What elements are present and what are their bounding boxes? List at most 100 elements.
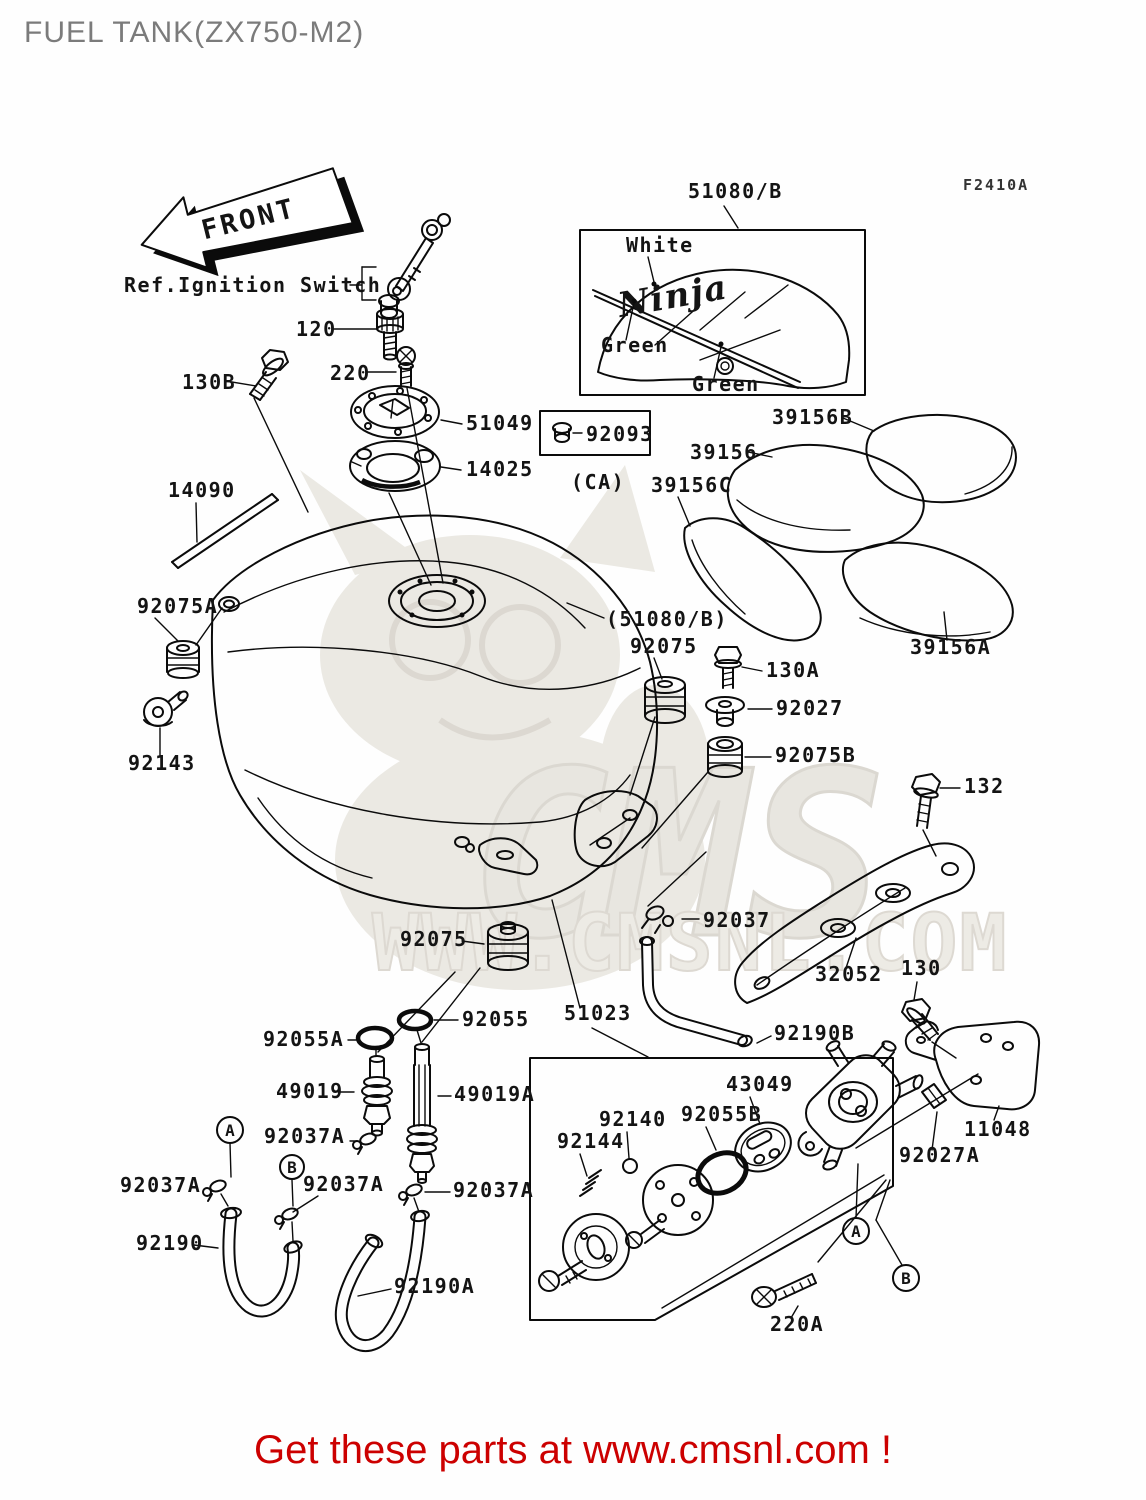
label-11048: 11048: [964, 1117, 1032, 1141]
label-39156c: 39156C: [651, 473, 732, 497]
cap-ring-14025: [349, 440, 441, 492]
clip-92037a-3: [274, 1207, 299, 1230]
clip-92037a-4: [398, 1183, 423, 1206]
figure-code: F2410A: [963, 176, 1029, 194]
spring-92144: [579, 1169, 602, 1197]
label-92027a: 92027A: [899, 1143, 980, 1167]
part-labels: 120 220 130B 51049 14025 14090 92093 (CA…: [120, 176, 1032, 1336]
bolt-132: [911, 773, 941, 829]
diaphragm-plate: [642, 1164, 714, 1236]
marker-left-a: A: [216, 1116, 244, 1144]
label-220: 220: [330, 361, 371, 385]
damper-92075b: [707, 736, 743, 778]
ref-ignition-note: Ref.Ignition Switch: [124, 273, 381, 297]
label-14025: 14025: [466, 457, 534, 481]
bolt-130b: [249, 349, 289, 401]
svg-text:A: A: [225, 1121, 235, 1140]
label-92075-lower: 92075: [400, 927, 468, 951]
cover-screw-2: [625, 1219, 665, 1249]
label-220a: 220A: [770, 1312, 824, 1336]
label-51023: 51023: [564, 1001, 632, 1025]
label-92055: 92055: [462, 1007, 530, 1031]
label-92140: 92140: [599, 1107, 667, 1131]
label-decal-white: White: [626, 233, 694, 257]
hose-92190a: [334, 1209, 430, 1353]
label-92075-top: 92075: [630, 634, 698, 658]
label-120: 120: [296, 317, 337, 341]
label-92037a-2: 92037A: [120, 1173, 201, 1197]
label-92190b: 92190B: [774, 1021, 855, 1045]
watermark-url: WWW.CMSNL.COM: [372, 899, 1008, 989]
label-39156b: 39156B: [772, 405, 853, 429]
label-92055b: 92055B: [681, 1102, 762, 1126]
label-92037a-4: 92037A: [453, 1178, 534, 1202]
svg-text:A: A: [851, 1222, 861, 1241]
bracket-32052: [734, 842, 975, 1004]
label-130: 130: [901, 956, 942, 980]
label-92037a-1: 92037A: [264, 1124, 345, 1148]
label-decal-green-bottom: Green: [692, 372, 760, 396]
label-51049: 51049: [466, 411, 534, 435]
pad-39156b: [865, 413, 1017, 504]
bracket-11048: [904, 1020, 1041, 1111]
bolt-220: [396, 346, 416, 387]
clip-92037a-1: [352, 1132, 377, 1155]
pad-39156: [726, 443, 925, 553]
clip-92037a-2: [202, 1179, 227, 1202]
label-92037: 92037: [703, 908, 771, 932]
label-32052: 32052: [815, 962, 883, 986]
label-92027: 92027: [776, 696, 844, 720]
marker-left-b: B: [279, 1154, 305, 1180]
bolt-120: [376, 308, 404, 361]
label-132: 132: [964, 774, 1005, 798]
label-39156: 39156: [690, 440, 758, 464]
fuel-tap-49019a: [406, 1043, 438, 1184]
label-92075a: 92075A: [137, 594, 218, 618]
ignition-key-icon: [378, 213, 451, 319]
label-51080b-ref: (51080/B): [606, 607, 728, 631]
front-arrow: FRONT: [140, 167, 365, 277]
fuel-tank: [210, 514, 659, 910]
damper-92075-top: [644, 676, 686, 724]
label-130b: 130B: [182, 370, 236, 394]
watermark-brand: CMS: [470, 723, 885, 990]
label-92075b: 92075B: [775, 743, 856, 767]
marker-right-a: A: [842, 1217, 870, 1245]
label-92055a: 92055A: [263, 1027, 344, 1051]
label-14090: 14090: [168, 478, 236, 502]
pad-39156a: [842, 541, 1014, 642]
hose-92190: [220, 1206, 303, 1318]
footer-shop-link[interactable]: Get these parts at www.cmsnl.com !: [254, 1428, 892, 1472]
label-49019a: 49019A: [454, 1082, 535, 1106]
fuel-cap-51049: [350, 385, 440, 439]
valve-cover: [562, 1213, 630, 1281]
oring-92055: [396, 1008, 434, 1032]
label-ca-note: (CA): [571, 470, 625, 494]
outlet-92143: [143, 690, 189, 727]
label-49019: 49019: [276, 1079, 344, 1103]
pad-39156c: [683, 517, 822, 642]
label-51080b: 51080/B: [688, 179, 783, 203]
svg-text:B: B: [901, 1269, 911, 1288]
fuel-valve-body-43049-assy: [797, 1040, 924, 1171]
svg-text:B: B: [287, 1158, 297, 1177]
damper-92075-lower: [487, 921, 529, 971]
bolt-130a: [714, 646, 742, 689]
cover-screw-1: [538, 1260, 587, 1292]
marker-right-b: B: [892, 1264, 920, 1292]
grommet-box-92093: [539, 410, 651, 456]
clamp-92037: [641, 905, 674, 934]
trim-strip-14090: [171, 493, 279, 569]
leader-lines: [154, 205, 1000, 1319]
oring-92055a: [355, 1025, 395, 1051]
damper-92075a: [166, 640, 200, 679]
decal-box-51080b: Ninja: [579, 229, 866, 396]
label-92190: 92190: [136, 1231, 204, 1255]
screw-220a: [751, 1273, 817, 1308]
label-92144: 92144: [557, 1129, 625, 1153]
label-130a: 130A: [766, 658, 820, 682]
label-92143: 92143: [128, 751, 196, 775]
label-decal-green-left: Green: [601, 333, 669, 357]
